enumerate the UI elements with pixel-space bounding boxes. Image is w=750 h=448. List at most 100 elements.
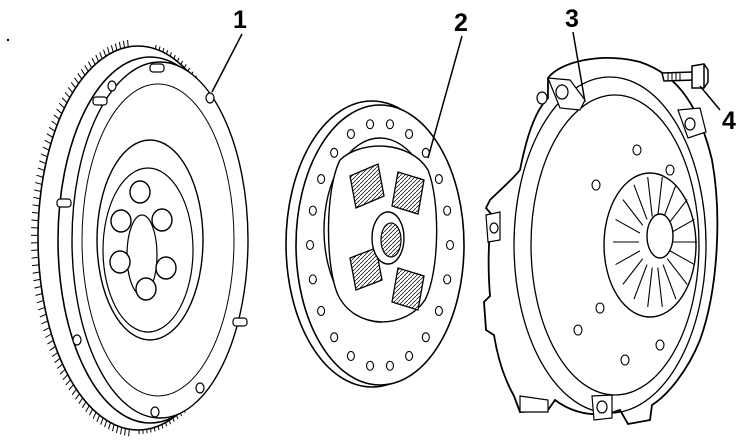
rivet-hole <box>385 360 395 371</box>
gear-tooth <box>70 82 77 89</box>
leader-line-3 <box>572 31 586 103</box>
rivet-hole <box>346 128 355 140</box>
rivet-hole <box>405 128 414 140</box>
gear-tooth <box>61 97 68 104</box>
gear-tooth <box>32 271 40 274</box>
callout-label-3: 3 <box>565 5 579 33</box>
gear-tooth <box>46 133 54 138</box>
gear-tooth <box>80 68 86 76</box>
rivet-hole <box>421 332 430 343</box>
diaphragm-finger <box>615 218 641 234</box>
rivet-hole <box>434 173 443 185</box>
rivet-hole <box>308 205 317 216</box>
flywheel <box>31 39 249 437</box>
gear-tooth <box>33 278 41 282</box>
diaphragm-finger <box>666 199 688 226</box>
clutch-disc <box>285 100 465 388</box>
diaphragm-finger <box>669 250 695 266</box>
rivet-hole <box>405 350 414 362</box>
gear-tooth <box>75 393 80 400</box>
gear-tooth <box>43 327 50 332</box>
rivet-hole <box>346 350 355 362</box>
rivet-hole <box>445 239 455 251</box>
gear-tooth <box>74 77 80 84</box>
gear-tooth <box>96 415 101 422</box>
gear-tooth <box>56 108 63 114</box>
gear-tooth <box>47 339 54 345</box>
gear-tooth <box>36 174 44 178</box>
gear-tooth <box>64 92 71 98</box>
scan-dot <box>6 38 10 42</box>
gear-tooth <box>33 196 41 200</box>
leader-line-4 <box>699 85 721 111</box>
leader-line-1 <box>211 33 243 93</box>
rivet-hole <box>317 173 326 185</box>
rivet-hole <box>330 147 339 158</box>
gear-tooth <box>39 313 47 318</box>
gear-tooth <box>81 401 87 409</box>
gear-tooth <box>56 363 63 369</box>
rivet-hole <box>305 239 315 251</box>
gear-tooth <box>127 39 129 47</box>
gear-tooth <box>115 425 119 434</box>
gear-tooth <box>104 420 108 428</box>
gear-tooth <box>36 300 44 304</box>
gear-tooth <box>106 47 110 55</box>
diaphragm-finger <box>633 184 648 220</box>
gear-tooth <box>110 45 114 53</box>
gear-tooth <box>51 120 58 126</box>
gear-tooth <box>31 264 40 267</box>
gear-tooth <box>31 211 39 214</box>
pressure-plate <box>483 57 719 425</box>
rivet-hole <box>434 305 443 317</box>
rivet-hole <box>308 274 317 285</box>
gear-tooth <box>49 346 56 351</box>
gear-tooth <box>34 189 42 193</box>
diaphragm-finger <box>622 258 644 285</box>
gear-tooth <box>68 384 74 391</box>
gear-tooth <box>38 306 45 311</box>
diaphragm-finger <box>622 199 644 226</box>
pressure-plate-ears <box>485 77 707 421</box>
gear-tooth <box>51 352 59 358</box>
gear-tooth <box>35 182 43 185</box>
gear-tooth <box>91 58 96 65</box>
gear-tooth <box>32 204 40 207</box>
gear-tooth <box>44 139 52 145</box>
gear-tooth <box>45 333 52 338</box>
gear-tooth <box>124 428 126 436</box>
gear-tooth <box>39 160 47 165</box>
gear-tooth <box>37 167 45 171</box>
gear-tooth <box>99 52 103 59</box>
gear-tooth <box>58 102 65 109</box>
gear-tooth <box>108 422 111 430</box>
diaphragm-finger <box>669 218 695 234</box>
gear-tooth <box>87 61 93 69</box>
rivet-hole <box>365 119 375 130</box>
diaphragm-finger <box>662 264 677 300</box>
leader-line-2 <box>427 35 463 159</box>
gear-tooth <box>41 320 49 325</box>
gear-tooth <box>31 219 39 222</box>
flywheel-crank-holes <box>109 180 177 301</box>
gear-tooth <box>78 397 84 405</box>
gear-tooth <box>118 41 122 50</box>
gear-tooth <box>42 146 50 151</box>
diaphragm-finger <box>647 267 653 308</box>
gear-tooth <box>48 126 56 132</box>
rivet-hole <box>365 360 375 371</box>
diaphragm-finger <box>647 176 653 217</box>
leader-lines <box>211 31 721 159</box>
gear-tooth <box>31 256 39 259</box>
gear-tooth <box>54 357 61 364</box>
gear-tooth <box>77 73 83 80</box>
gear-tooth <box>84 65 89 72</box>
rivet-hole <box>330 332 339 343</box>
rivet-hole <box>317 305 326 317</box>
gear-tooth <box>114 43 118 51</box>
rivet-hole <box>443 205 452 216</box>
gear-tooth <box>128 429 130 437</box>
gear-tooth <box>40 153 48 158</box>
